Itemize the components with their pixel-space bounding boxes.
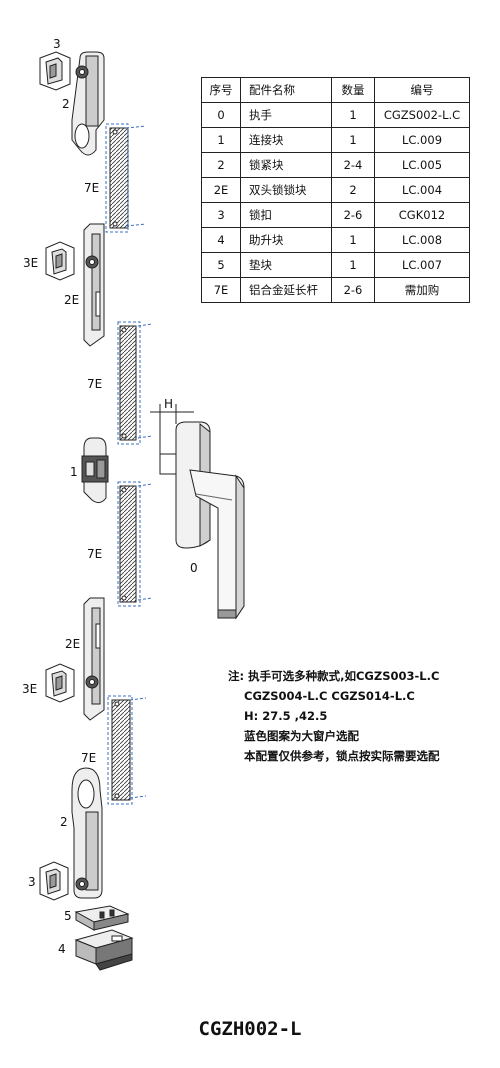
label-part-0: 0	[190, 561, 198, 575]
cell-code: 需加购	[374, 277, 470, 303]
cell-quantity: 1	[331, 127, 375, 153]
label-part-2-bottom: 2	[60, 815, 68, 829]
cell-index: 0	[201, 102, 241, 128]
extension-rod-2	[117, 321, 153, 445]
cell-index: 3	[201, 202, 241, 228]
label-part-7e-1: 7E	[84, 181, 100, 195]
table-header-row: 序号 配件名称 数量 编号	[201, 77, 470, 103]
header-quantity: 数量	[331, 77, 375, 103]
cell-part-name: 锁紧块	[240, 152, 332, 178]
double-lock-catch-upper	[45, 241, 75, 281]
header-index: 序号	[201, 77, 241, 103]
cell-index: 7E	[201, 277, 241, 303]
cell-quantity: 1	[331, 227, 375, 253]
cell-index: 4	[201, 227, 241, 253]
spacer-block	[74, 905, 130, 931]
cell-quantity: 2	[331, 177, 375, 203]
cell-code: LC.008	[374, 227, 470, 253]
note-line: 蓝色图案为大窗户选配	[244, 729, 359, 743]
cell-code: LC.004	[374, 177, 470, 203]
h-dimension	[150, 404, 194, 475]
extension-rod-3	[117, 481, 153, 607]
label-part-5: 5	[64, 909, 72, 923]
cell-quantity: 2-6	[331, 277, 375, 303]
double-locking-block-upper	[83, 223, 105, 347]
label-part-1: 1	[70, 465, 78, 479]
cell-code: CGZS002-L.C	[374, 102, 470, 128]
cell-part-name: 锁扣	[240, 202, 332, 228]
label-part-3-top: 3	[53, 37, 61, 51]
double-locking-block-lower	[83, 597, 105, 721]
locking-block-top	[71, 51, 105, 156]
double-lock-catch-lower	[45, 663, 75, 703]
cell-index: 2E	[201, 177, 241, 203]
note-line: 注: 执手可选多种款式,如CGZS003-L.C	[228, 669, 440, 683]
label-part-7e-2: 7E	[87, 377, 103, 391]
lock-catch-bottom	[39, 861, 69, 901]
extension-rod-4	[107, 695, 147, 805]
cell-part-name: 连接块	[240, 127, 332, 153]
cell-code: CGK012	[374, 202, 470, 228]
note-line: H: 27.5 ,42.5	[244, 709, 328, 723]
note-line: CGZS004-L.C CGZS014-L.C	[244, 689, 415, 703]
cell-index: 2	[201, 152, 241, 178]
cell-index: 1	[201, 127, 241, 153]
label-part-2-top: 2	[62, 97, 70, 111]
cell-part-name: 执手	[240, 102, 332, 128]
label-part-3e-1: 3E	[23, 256, 39, 270]
label-dimension-h: H	[164, 397, 174, 411]
cell-part-name: 铝合金延长杆	[240, 277, 332, 303]
label-part-7e-4: 7E	[81, 751, 97, 765]
cell-code: LC.007	[374, 252, 470, 278]
cell-quantity: 2-6	[331, 202, 375, 228]
label-part-2e-1: 2E	[64, 293, 80, 307]
lock-catch-top	[39, 51, 71, 91]
label-part-2e-2: 2E	[65, 637, 81, 651]
cell-quantity: 1	[331, 252, 375, 278]
cell-quantity: 1	[331, 102, 375, 128]
cell-part-name: 垫块	[240, 252, 332, 278]
notes: 注: 执手可选多种款式,如CGZS003-L.C CGZS004-L.C CGZ…	[228, 666, 440, 766]
note-line: 本配置仅供参考，锁点按实际需要选配	[244, 749, 440, 763]
cell-part-name: 助升块	[240, 227, 332, 253]
window-handle	[175, 421, 245, 620]
header-part-name: 配件名称	[240, 77, 332, 103]
label-part-3-bottom: 3	[28, 875, 36, 889]
cell-part-name: 双头锁锁块	[240, 177, 332, 203]
connecting-block	[81, 437, 109, 504]
cell-code: LC.009	[374, 127, 470, 153]
cell-code: LC.005	[374, 152, 470, 178]
label-part-3e-2: 3E	[22, 682, 38, 696]
lifting-block	[74, 929, 134, 971]
header-code: 编号	[374, 77, 470, 103]
extension-rod-1	[105, 123, 147, 233]
cell-index: 5	[201, 252, 241, 278]
cell-quantity: 2-4	[331, 152, 375, 178]
label-part-7e-3: 7E	[87, 547, 103, 561]
locking-block-bottom	[71, 767, 103, 899]
model-number: CGZH002-L	[198, 1018, 302, 1040]
label-part-4: 4	[58, 942, 66, 956]
